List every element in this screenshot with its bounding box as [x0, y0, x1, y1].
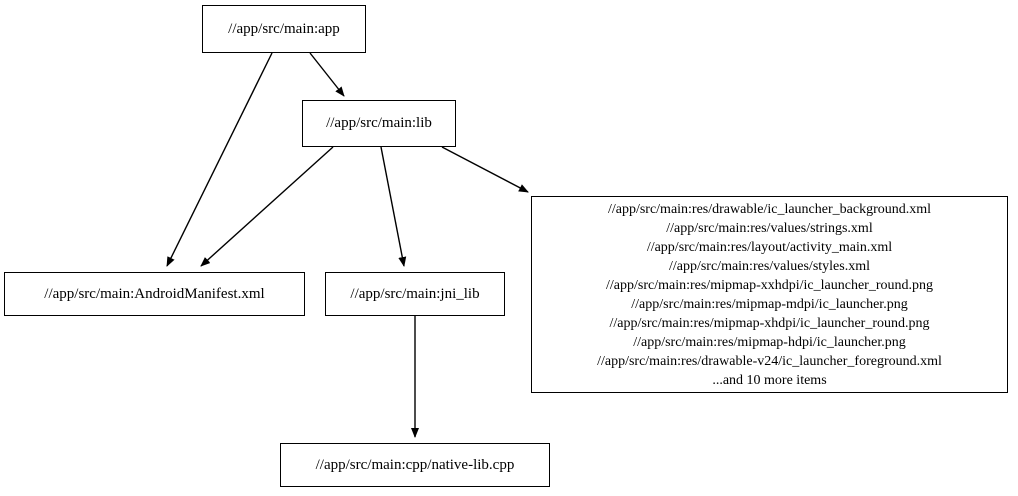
res-path-line: //app/src/main:res/values/strings.xml: [666, 220, 873, 236]
res-path-line: //app/src/main:res/mipmap-hdpi/ic_launch…: [633, 334, 906, 350]
res-path-line: //app/src/main:res/drawable-v24/ic_launc…: [597, 353, 942, 369]
edge-app-to-lib: [309, 52, 345, 97]
res-path-line: //app/src/main:res/mipmap-mdpi/ic_launch…: [631, 296, 908, 312]
res-more-items-label: ...and 10 more items: [712, 372, 827, 388]
res-path-line: //app/src/main:res/mipmap-xhdpi/ic_launc…: [609, 315, 930, 331]
res-path-line: //app/src/main:res/values/styles.xml: [668, 258, 870, 274]
node-app[interactable]: //app/src/main:app: [202, 5, 366, 53]
res-path-line: //app/src/main:res/mipmap-xxhdpi/ic_laun…: [606, 277, 933, 293]
node-res-collection[interactable]: //app/src/main:res/drawable/ic_launcher_…: [531, 196, 1008, 393]
edge-lib-to-res: [441, 146, 529, 193]
node-jni-lib[interactable]: //app/src/main:jni_lib: [325, 272, 505, 316]
res-path-list: //app/src/main:res/drawable/ic_launcher_…: [597, 200, 942, 390]
node-android-manifest[interactable]: //app/src/main:AndroidManifest.xml: [4, 272, 305, 316]
edge-app-to-manifest: [166, 52, 273, 267]
edge-lib-to-jni-lib: [380, 146, 407, 267]
res-path-line: //app/src/main:res/layout/activity_main.…: [646, 239, 893, 255]
res-path-line: //app/src/main:res/drawable/ic_launcher_…: [607, 201, 932, 217]
edge-lib-to-manifest: [200, 146, 334, 267]
node-lib[interactable]: //app/src/main:lib: [302, 100, 456, 147]
node-native-lib-cpp[interactable]: //app/src/main:cpp/native-lib.cpp: [280, 443, 550, 487]
